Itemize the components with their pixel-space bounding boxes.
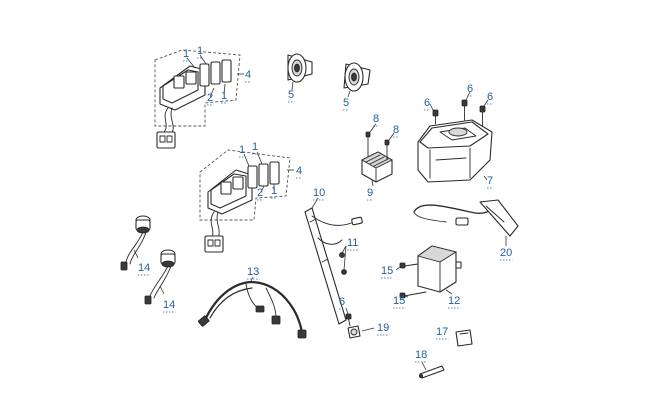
plug-lead-upper (120, 215, 151, 271)
callout-18[interactable]: 18 (415, 349, 427, 361)
bolt-8a (365, 131, 371, 157)
callout-6-d[interactable]: 6 (339, 296, 345, 308)
callout-9[interactable]: 9 (367, 187, 373, 199)
callout-8-a[interactable]: 8 (373, 113, 379, 125)
bolt-6a (432, 109, 439, 125)
bolt-6d (345, 307, 352, 327)
bolt-6c (479, 105, 486, 127)
plug-lead-lower (144, 249, 176, 305)
cable-connector-19 (347, 325, 375, 339)
callout-10[interactable]: 10 (313, 187, 325, 199)
harness-strap (304, 197, 363, 325)
main-wire-harness (198, 276, 307, 339)
relay-bracket-assembly-lower (199, 149, 294, 253)
fuse-17 (455, 329, 473, 347)
sensor-cable (413, 199, 519, 246)
callout-6-a[interactable]: 6 (424, 97, 430, 109)
callout-12[interactable]: 12 (448, 295, 460, 307)
speaker-left (287, 53, 313, 91)
callout-1-a[interactable]: 1 (183, 48, 189, 60)
callout-14-a[interactable]: 14 (138, 262, 150, 274)
relay-block-1a (199, 59, 232, 87)
screw-15b (399, 291, 427, 299)
callout-19[interactable]: 19 (377, 322, 389, 334)
starter-relay (395, 245, 462, 299)
cable-clips (339, 245, 347, 275)
bolt-6b (461, 99, 468, 121)
fuse-clip-18 (418, 361, 445, 379)
callout-6-c[interactable]: 6 (487, 91, 493, 103)
speaker-right (343, 62, 371, 98)
callout-14-b[interactable]: 14 (163, 299, 175, 311)
callout-7[interactable]: 7 (487, 175, 493, 187)
callout-2-a[interactable]: 2 (207, 92, 213, 104)
callout-5-b[interactable]: 5 (343, 97, 349, 109)
callout-1-d[interactable]: 1 (239, 144, 245, 156)
callout-20[interactable]: 20 (500, 247, 512, 259)
regulator-rectifier (361, 123, 395, 187)
callout-17[interactable]: 17 (436, 326, 448, 338)
bolt-8b (384, 139, 390, 161)
callout-4-a[interactable]: 4 (245, 69, 251, 81)
callout-15-a[interactable]: 15 (381, 265, 393, 277)
callout-1-e[interactable]: 1 (252, 141, 258, 153)
callout-13[interactable]: 13 (247, 266, 259, 278)
callout-15-b[interactable]: 15 (393, 295, 405, 307)
callouts: 1 1 4 2 1 5 5 6 6 6 8 8 9 7 1 1 4 2 1 10… (138, 45, 512, 361)
callout-5-a[interactable]: 5 (288, 89, 294, 101)
callout-2-b[interactable]: 2 (257, 187, 263, 199)
battery-box-assembly (417, 91, 493, 183)
screw-15a (399, 262, 419, 269)
callout-1-b[interactable]: 1 (197, 45, 203, 57)
callout-11[interactable]: 11 (347, 237, 358, 249)
callout-4-b[interactable]: 4 (296, 165, 302, 177)
relay-bracket-assembly-upper (154, 49, 244, 149)
callout-1-f[interactable]: 1 (271, 185, 277, 197)
callout-8-b[interactable]: 8 (393, 124, 399, 136)
callout-6-b[interactable]: 6 (467, 83, 473, 95)
callout-1-c[interactable]: 1 (221, 90, 227, 102)
